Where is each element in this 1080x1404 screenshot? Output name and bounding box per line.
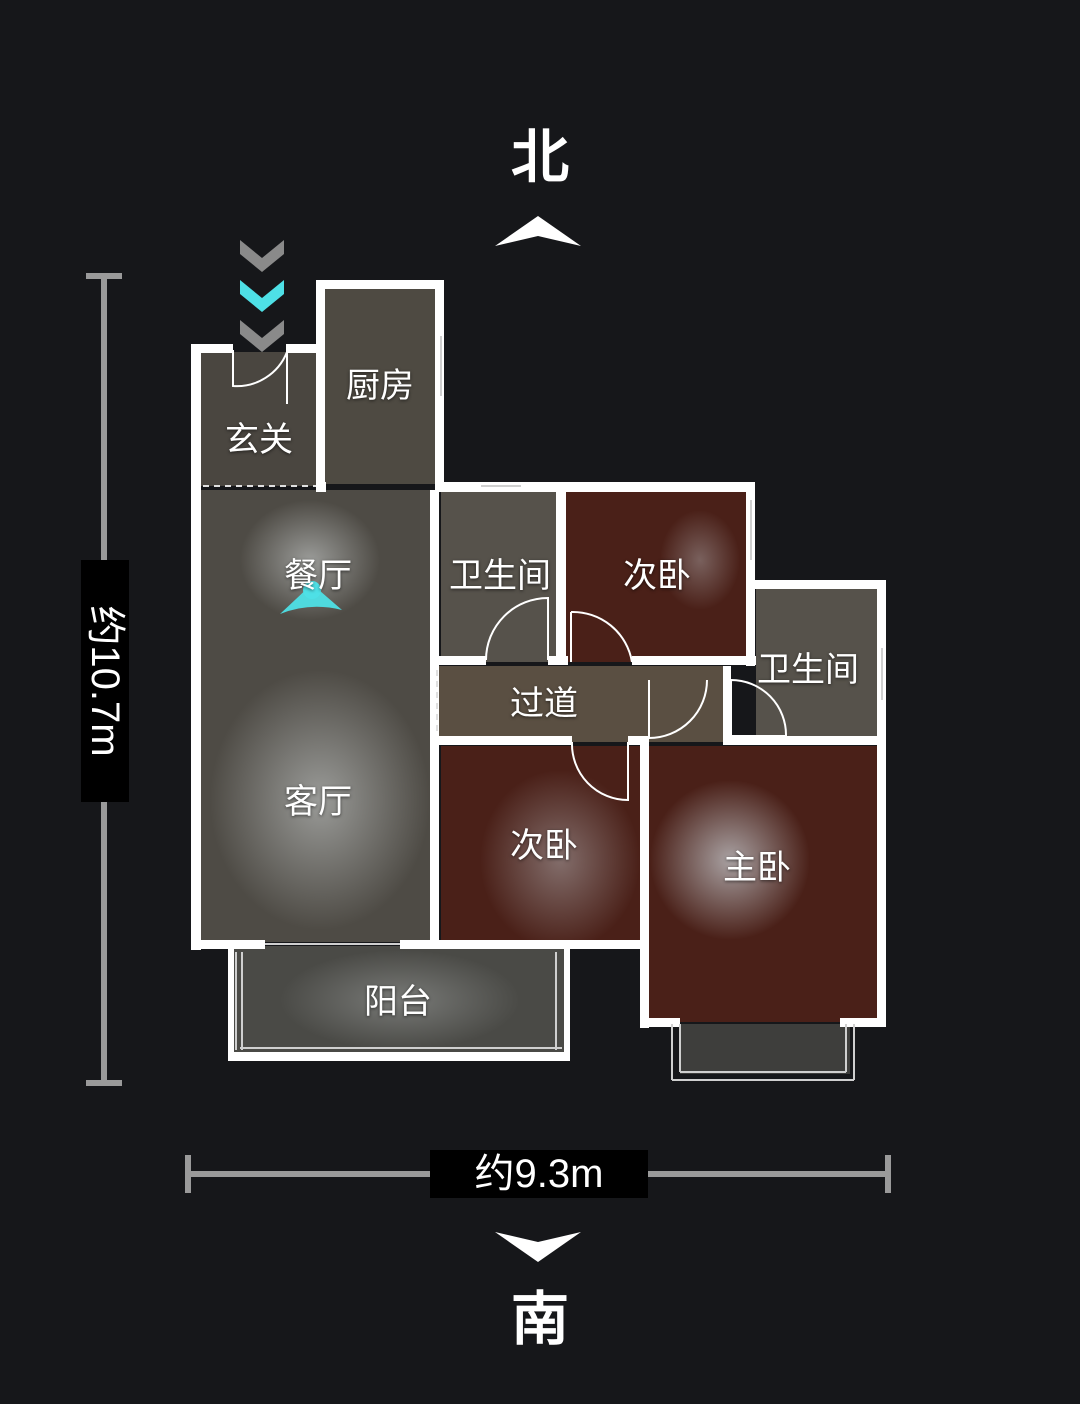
- dimension-lines: [86, 273, 891, 1193]
- windows: [235, 336, 883, 1081]
- doors: [232, 350, 788, 802]
- height-dim-line-top: [101, 276, 107, 560]
- room-label-bathroom-2[interactable]: 卫生间: [757, 650, 859, 690]
- open-boundaries: [203, 485, 438, 736]
- south-arrow-icon: [495, 1232, 581, 1262]
- height-dim-line-bottom: [101, 802, 107, 1084]
- width-dim-line-right: [648, 1171, 890, 1177]
- room-label-entrance[interactable]: 玄关: [225, 420, 293, 460]
- room-label-kitchen[interactable]: 厨房: [346, 366, 414, 406]
- room-label-dining[interactable]: 餐厅: [284, 556, 352, 596]
- corridor-floor: [437, 666, 723, 742]
- bathroom-2-floor: [756, 588, 880, 742]
- floor-light-effects: [210, 500, 810, 1050]
- north-arrow-icon: [495, 216, 581, 246]
- width-dim-line-left: [188, 1171, 430, 1177]
- room-label-bedroom-2b[interactable]: 次卧: [510, 826, 578, 866]
- room-label-bathroom-1[interactable]: 卫生间: [449, 556, 551, 596]
- room-label-living[interactable]: 客厅: [284, 782, 352, 822]
- south-label: 南: [510, 1285, 569, 1353]
- entrance-marker-icon: [240, 240, 284, 352]
- north-label: 北: [510, 123, 569, 191]
- room-label-balcony[interactable]: 阳台: [364, 982, 432, 1022]
- height-dimension-label: 约10.7m: [81, 560, 129, 802]
- room-label-bedroom-2a[interactable]: 次卧: [623, 556, 691, 596]
- walls: [191, 280, 886, 1061]
- view-position-icon: [280, 581, 342, 614]
- kitchen-floor: [324, 288, 438, 484]
- width-dimension-label: 约9.3m: [430, 1150, 648, 1198]
- bathroom-1-floor: [441, 490, 559, 662]
- bay-window-floor: [680, 1024, 850, 1074]
- room-label-corridor[interactable]: 过道: [510, 684, 578, 724]
- entrance-floor: [201, 352, 317, 486]
- room-label-master-bedroom[interactable]: 主卧: [723, 848, 791, 888]
